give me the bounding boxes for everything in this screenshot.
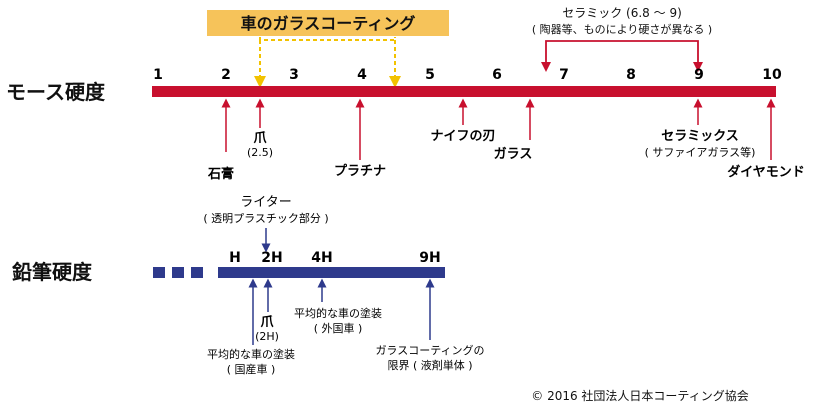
pencil-item-nail: 爪 (2H) [255, 278, 279, 343]
ceramic-range-arrowhead-left [541, 62, 551, 72]
mohs-item-glass-label: ガラス [494, 147, 533, 162]
mohs-item-platinum-label: プラチナ [334, 164, 386, 179]
mohs-tick-1: 1 [153, 67, 163, 83]
mohs-item-ceramics-note: ( サファイアガラス等) [645, 145, 756, 159]
mohs-item-glass: ガラス [494, 98, 535, 162]
mohs-item-platinum: プラチナ [334, 98, 386, 179]
mohs-tick-labels: 1 2 3 4 5 6 7 8 9 10 [153, 67, 782, 83]
ceramic-range-arrowhead-right [693, 62, 703, 72]
mohs-item-ceramics-label: セラミックス [661, 129, 739, 144]
pencil-tick-9H: 9H [419, 250, 440, 266]
pencil-item-foreign-paint-label: 平均的な車の塗装 [294, 306, 382, 320]
pencil-item-coating-limit-note: 限界 ( 液剤単体 ) [387, 358, 472, 372]
mohs-scale: 車のガラスコーティング セラミック (6.8 〜 9) ( 陶器等、ものにより硬… [6, 6, 805, 182]
copyright-text: © 2016 社団法人日本コーティング協会 [531, 388, 748, 403]
mohs-tick-2: 2 [221, 67, 231, 83]
ceramic-range-title: セラミック (6.8 〜 9) [562, 6, 682, 20]
pencil-scale: ライター ( 透明プラスチック部分 ) 鉛筆硬度 H 2H 4H 9H 平均的な… [12, 195, 485, 376]
pencil-item-coating-limit-label: ガラスコーティングの [375, 343, 484, 357]
pencil-item-coating-limit: ガラスコーティングの 限界 ( 液剤単体 ) [375, 278, 485, 372]
ceramic-range-note: ( 陶器等、ものにより硬さが異なる ) [532, 22, 712, 36]
mohs-tick-9: 9 [694, 67, 704, 83]
pencil-bar-dash [191, 267, 203, 278]
pencil-label: 鉛筆硬度 [12, 260, 93, 284]
mohs-item-gypsum-label: 石膏 [207, 166, 234, 182]
mohs-item-diamond: ダイヤモンド [727, 98, 805, 180]
mohs-tick-10: 10 [762, 67, 782, 83]
ceramic-range-bracket [545, 40, 699, 66]
mohs-item-nail: 爪 (2.5) [247, 98, 273, 159]
pencil-tick-2H: 2H [261, 250, 282, 266]
mohs-item-knife-label: ナイフの刃 [430, 129, 495, 144]
glass-coating-range-bracket [259, 37, 396, 41]
lighter-title: ライター [240, 195, 291, 210]
mohs-item-nail-value: (2.5) [247, 146, 273, 159]
pencil-item-nail-label: 爪 [260, 315, 274, 330]
pencil-bar [218, 267, 445, 278]
mohs-item-diamond-label: ダイヤモンド [727, 164, 805, 180]
pencil-tick-4H: 4H [311, 250, 332, 266]
pencil-item-domestic-paint: 平均的な車の塗装 ( 国産車 ) [207, 278, 295, 376]
glass-coating-callout-box [207, 10, 449, 36]
mohs-label: モース硬度 [6, 80, 106, 104]
pencil-item-domestic-paint-note: ( 国産車 ) [227, 362, 276, 376]
mohs-item-nail-label: 爪 [253, 131, 267, 146]
lighter-note: ( 透明プラスチック部分 ) [203, 211, 328, 225]
mohs-tick-4: 4 [357, 67, 367, 83]
mohs-tick-6: 6 [492, 67, 502, 83]
glass-coating-callout-label: 車のガラスコーティング [241, 14, 416, 33]
mohs-item-gypsum: 石膏 [207, 98, 234, 182]
mohs-tick-5: 5 [425, 67, 435, 83]
mohs-tick-7: 7 [559, 67, 569, 83]
mohs-item-ceramics: セラミックス ( サファイアガラス等) [645, 98, 756, 159]
pencil-bar-dash [153, 267, 165, 278]
pencil-tick-H: H [229, 250, 241, 266]
mohs-tick-8: 8 [626, 67, 636, 83]
pencil-bar-dashes [153, 267, 203, 278]
pencil-bar-dash [172, 267, 184, 278]
pencil-item-foreign-paint: 平均的な車の塗装 ( 外国車 ) [294, 278, 382, 335]
mohs-item-knife: ナイフの刃 [430, 98, 496, 144]
pencil-item-domestic-paint-label: 平均的な車の塗装 [207, 347, 295, 361]
mohs-tick-3: 3 [289, 67, 299, 83]
pencil-item-nail-value: (2H) [255, 330, 279, 343]
pencil-item-foreign-paint-note: ( 外国車 ) [314, 321, 363, 335]
mohs-bar [152, 86, 776, 97]
